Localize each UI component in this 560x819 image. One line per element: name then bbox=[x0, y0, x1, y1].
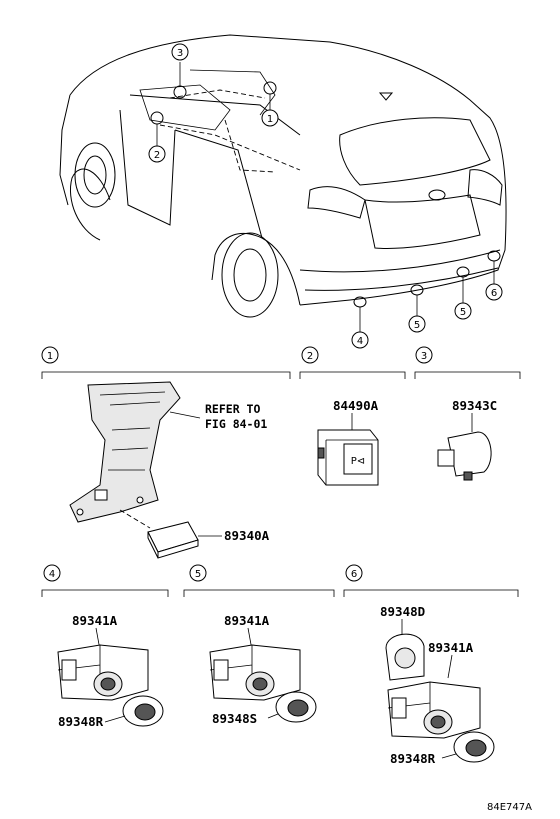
svg-text:1: 1 bbox=[267, 114, 273, 125]
group-4-header: 4 bbox=[41, 564, 169, 597]
group-2-header: 2 bbox=[299, 346, 406, 379]
callout-5b: 5 bbox=[454, 302, 472, 320]
svg-text:5: 5 bbox=[195, 569, 201, 580]
callout-5: 5 bbox=[408, 315, 426, 333]
callout-1: 1 bbox=[261, 109, 279, 127]
svg-text:89341A: 89341A bbox=[428, 640, 474, 655]
sensor-cover-g6: 89348D bbox=[380, 604, 425, 681]
ultrasonic-sensor-g5: 89341A bbox=[209, 613, 301, 701]
svg-text:5: 5 bbox=[414, 320, 420, 331]
svg-text:89348S: 89348S bbox=[212, 711, 257, 726]
figure-code: 84E747A bbox=[487, 802, 532, 813]
buzzer: 89343C bbox=[437, 398, 497, 481]
sensor-retainer-g6: 89348R bbox=[390, 731, 495, 766]
ultrasonic-sensor-g6: 89341A bbox=[387, 640, 481, 739]
svg-text:89348D: 89348D bbox=[380, 604, 425, 619]
svg-text:FIG 84-01: FIG 84-01 bbox=[205, 417, 267, 431]
svg-text:2: 2 bbox=[307, 351, 313, 362]
bracket-assembly bbox=[69, 381, 201, 529]
svg-text:6: 6 bbox=[491, 288, 497, 299]
svg-text:3: 3 bbox=[421, 351, 427, 362]
svg-text:2: 2 bbox=[154, 150, 160, 161]
svg-text:89340A: 89340A bbox=[224, 528, 270, 543]
refer-to-note: REFER TO FIG 84-01 bbox=[205, 402, 267, 431]
svg-text:1: 1 bbox=[47, 351, 53, 362]
ultrasonic-sensor-g4: 89341A bbox=[57, 613, 149, 701]
svg-text:5: 5 bbox=[460, 307, 466, 318]
callout-3: 3 bbox=[171, 43, 189, 61]
svg-text:84490A: 84490A bbox=[333, 398, 379, 413]
vehicle-illustration bbox=[59, 34, 507, 332]
svg-text:89341A: 89341A bbox=[72, 613, 118, 628]
sensor-retainer-g4: 89348R bbox=[58, 695, 164, 729]
group-3-header: 3 bbox=[414, 346, 521, 379]
parking-sensor-switch: 84490A P⊲ bbox=[317, 398, 379, 486]
svg-text:REFER TO: REFER TO bbox=[205, 402, 260, 416]
callout-4: 4 bbox=[351, 331, 369, 349]
group-5-header: 5 bbox=[183, 564, 335, 597]
svg-text:3: 3 bbox=[177, 48, 183, 59]
sensor-retainer-g5: 89348S bbox=[212, 691, 317, 726]
svg-text:89348R: 89348R bbox=[58, 714, 104, 729]
svg-text:4: 4 bbox=[357, 336, 363, 347]
group-1-header: 1 bbox=[41, 346, 291, 379]
svg-text:6: 6 bbox=[351, 569, 357, 580]
svg-text:89341A: 89341A bbox=[224, 613, 270, 628]
parking-assist-computer: 89340A bbox=[147, 521, 270, 559]
callout-2: 2 bbox=[148, 145, 166, 163]
group-6-header: 6 bbox=[343, 564, 519, 597]
svg-text:89348R: 89348R bbox=[390, 751, 436, 766]
callout-6: 6 bbox=[485, 283, 503, 301]
svg-text:89343C: 89343C bbox=[452, 398, 497, 413]
svg-text:4: 4 bbox=[49, 569, 55, 580]
svg-text:P⊲: P⊲ bbox=[351, 456, 365, 467]
